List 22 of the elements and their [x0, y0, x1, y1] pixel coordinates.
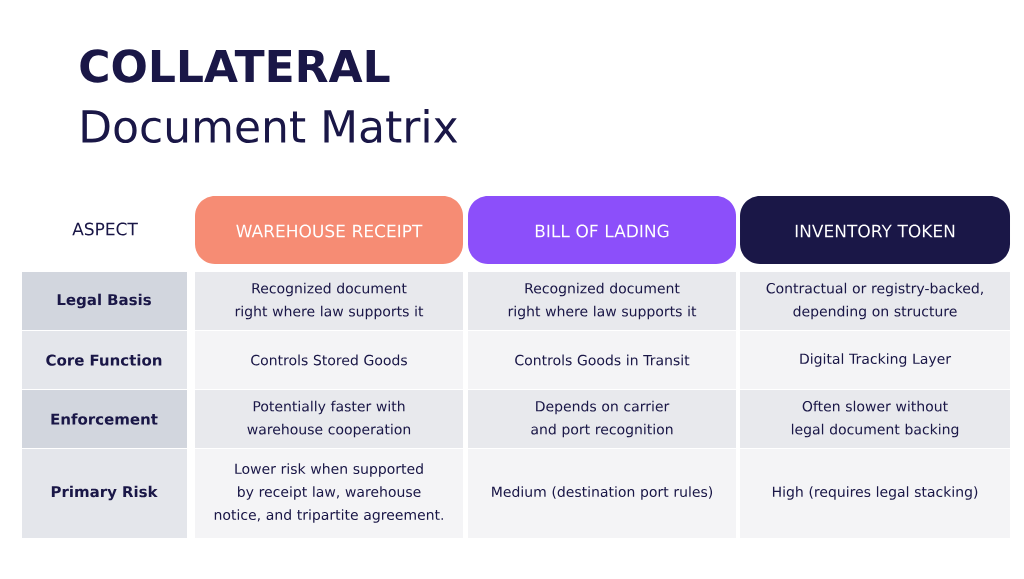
header-tab: BILL OF LADING — [468, 196, 736, 264]
table-cell: Depends on carrier and port recognition — [468, 390, 736, 448]
row-header-cell: Enforcement — [22, 390, 187, 448]
table-cell: Contractual or registry-backed, depending on structure — [740, 272, 1010, 330]
table-cell: Recognized document right where law supports it — [468, 272, 736, 330]
column-header: ASPECT — [72, 222, 138, 236]
row-header-cell: Primary Risk — [22, 449, 187, 538]
row-header-cell: Legal Basis — [22, 272, 187, 330]
header-tab: INVENTORY TOKEN — [740, 196, 1010, 264]
header-tab: WAREHOUSE RECEIPT — [195, 196, 463, 264]
table-cell: Potentially faster with warehouse cooperation — [195, 390, 463, 448]
table-cell: Medium (destination port rules) — [468, 449, 736, 538]
table-cell: Often slower without legal document backing — [740, 390, 1010, 448]
table-cell: High (requires legal stacking) — [740, 449, 1010, 538]
row-header-cell: Core Function — [22, 331, 187, 389]
table-cell: Controls Stored Goods — [195, 331, 463, 389]
subtitle: Document Matrix — [82, 109, 458, 144]
title: COLLATERAL — [80, 49, 390, 83]
table-cell: Lower risk when supported by receipt law, warehouse notice, and tripartite agreement. — [195, 449, 463, 538]
table-cell: Recognized document right where law supports it — [195, 272, 463, 330]
table-cell: Controls Goods in Transit — [468, 331, 736, 389]
table-cell: Digital Tracking Layer — [740, 331, 1010, 389]
